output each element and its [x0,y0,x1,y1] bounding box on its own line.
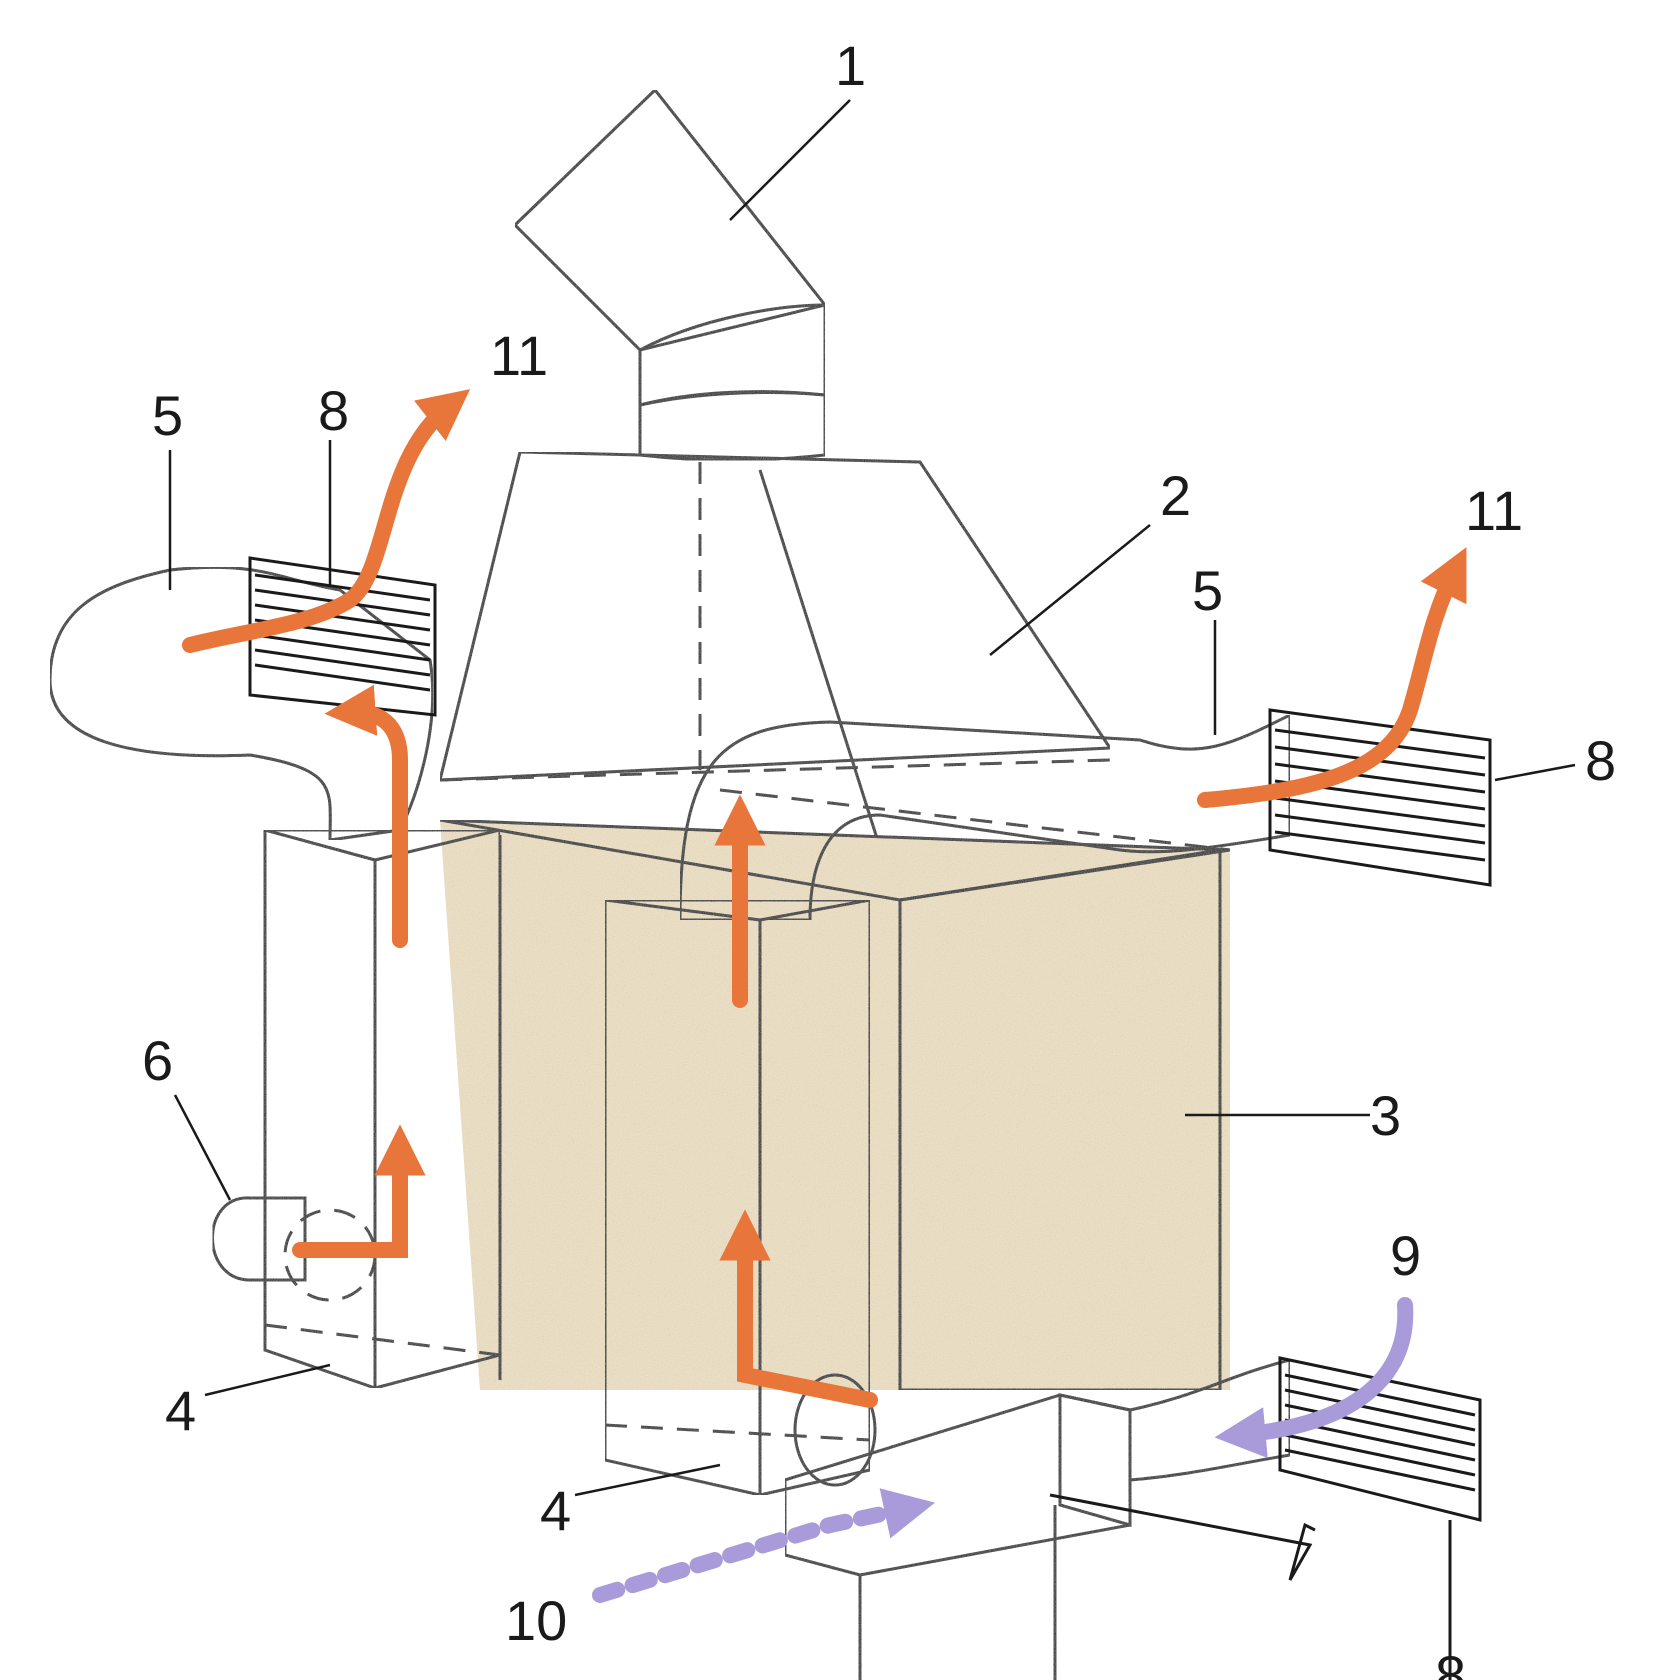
label-grille-left: 8 [318,379,349,442]
grille-left [248,556,437,717]
hood [438,450,1113,896]
label-flue-pipe: 1 [835,34,866,97]
cold-air-arrows [592,1297,1414,1603]
hot-air-arrows [182,389,1467,1408]
hot-duct-left [48,565,435,842]
label-lower-box-right: 4 [540,1479,571,1542]
damper-handle[interactable] [1049,1493,1316,1581]
grille-bottom [1278,1356,1482,1680]
number-labels: 1 2 3 4 4 5 5 6 8 8 8 9 10 11 11 [142,34,1616,1680]
flue-pipe [512,87,828,462]
label-grille-bottom: 8 [1435,1644,1466,1680]
lower-box-left [211,828,502,1390]
label-hood: 2 [1160,464,1191,527]
label-fireplace-body: 3 [1370,1084,1401,1147]
label-outside-air-inlet: 10 [505,1589,567,1652]
label-hot-duct-left: 5 [152,384,183,447]
grille-right [1268,708,1492,887]
label-warm-air-out-right: 11 [1465,479,1523,542]
label-hot-duct-right: 5 [1192,559,1223,622]
label-room-air-inlet: 9 [1390,1224,1421,1287]
label-side-inlet: 6 [142,1029,173,1092]
label-warm-air-out-left: 11 [490,324,548,387]
hot-duct-right [678,712,1292,922]
leader-lines [168,99,1576,1497]
label-grille-right: 8 [1585,729,1616,792]
label-lower-box-left: 4 [165,1379,196,1442]
lower-box-right [603,898,872,1497]
